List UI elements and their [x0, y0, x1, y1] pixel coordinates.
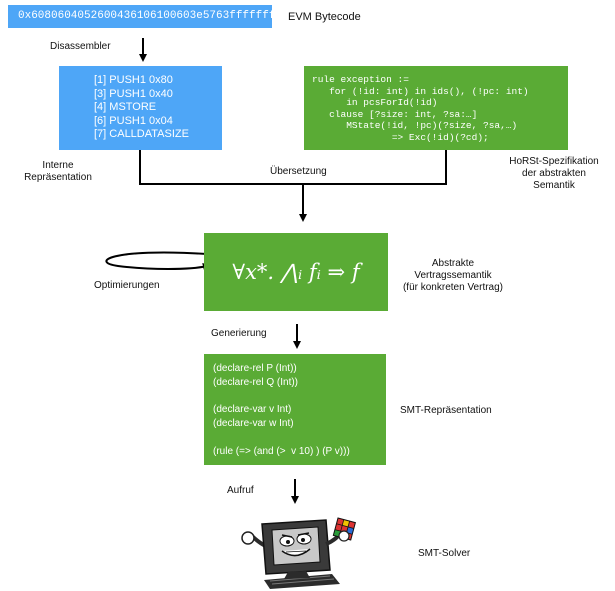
- internal-representation-label: Interne Repräsentation: [24, 160, 92, 183]
- abstract-formula: ∀x*. ⋀ᵢ fᵢ ⇒ f: [232, 260, 360, 284]
- internal-line: [7] CALLDATASIZE: [94, 128, 189, 140]
- horst-spec-label: HoRSt-Spezifikation der abstrakten Seman…: [509, 156, 599, 191]
- smt-line: (rule (=> (and (> v 10) ) (P v))): [213, 445, 350, 457]
- horst-code-line: for (!id: int) in ids(), (!pc: int): [312, 85, 529, 97]
- horst-spec-box: rule exception := for (!id: int) in ids(…: [304, 66, 568, 150]
- abstract-semantics-label: Abstrakte Vertragssemantik (für konkrete…: [402, 258, 504, 293]
- abstract-semantics-box: ∀x*. ⋀ᵢ fᵢ ⇒ f: [204, 233, 388, 311]
- smt-representation-label: SMT-Repräsentation: [400, 405, 492, 416]
- horst-code-line: clause [?size: int, ?sa:…]: [312, 108, 478, 120]
- internal-representation-box: [1] PUSH1 0x80 [3] PUSH1 0x40 [4] MSTORE…: [59, 66, 222, 150]
- internal-line: [4] MSTORE: [94, 101, 157, 113]
- horst-code-line: MState(!id, !pc)(?size, ?sa,…): [312, 120, 518, 131]
- optimizations-label: Optimierungen: [94, 280, 160, 291]
- smt-line: (declare-var w Int): [213, 418, 294, 430]
- internal-line: [1] PUSH1 0x80: [94, 74, 173, 86]
- internal-line: [3] PUSH1 0x40: [94, 87, 173, 100]
- smt-solver-label: SMT-Solver: [418, 548, 471, 559]
- smt-line: (declare-rel Q (Int)): [213, 376, 299, 388]
- call-label: Aufruf: [227, 485, 254, 496]
- horst-code-line: rule exception :=: [312, 74, 409, 85]
- smt-line: [213, 390, 386, 404]
- generation-label: Generierung: [211, 328, 267, 339]
- bytecode-label: EVM Bytecode: [288, 11, 361, 23]
- smt-line: (declare-rel P (Int)): [213, 363, 297, 374]
- disassembler-label: Disassembler: [50, 41, 111, 52]
- translation-label: Übersetzung: [270, 166, 327, 177]
- horst-code-line: in pcsForId(!id): [312, 97, 438, 108]
- line-internal-to-translation: [139, 150, 447, 185]
- loop-optimizations: [105, 251, 211, 271]
- bytecode-box: 0x6080604052600436106100603e5763ffffffff…: [8, 5, 272, 28]
- bytecode-value: 0x6080604052600436106100603e5763ffffffff…: [18, 10, 272, 22]
- smt-line: (declare-var v Int): [213, 404, 292, 416]
- internal-line: [6] PUSH1 0x04: [94, 114, 173, 127]
- computer-mascot-icon: [241, 517, 356, 589]
- horst-code-line: => Exc(!id)(?cd);: [312, 131, 489, 143]
- smt-representation-box: (declare-rel P (Int)) (declare-rel Q (In…: [204, 354, 386, 465]
- smt-line: [213, 431, 386, 445]
